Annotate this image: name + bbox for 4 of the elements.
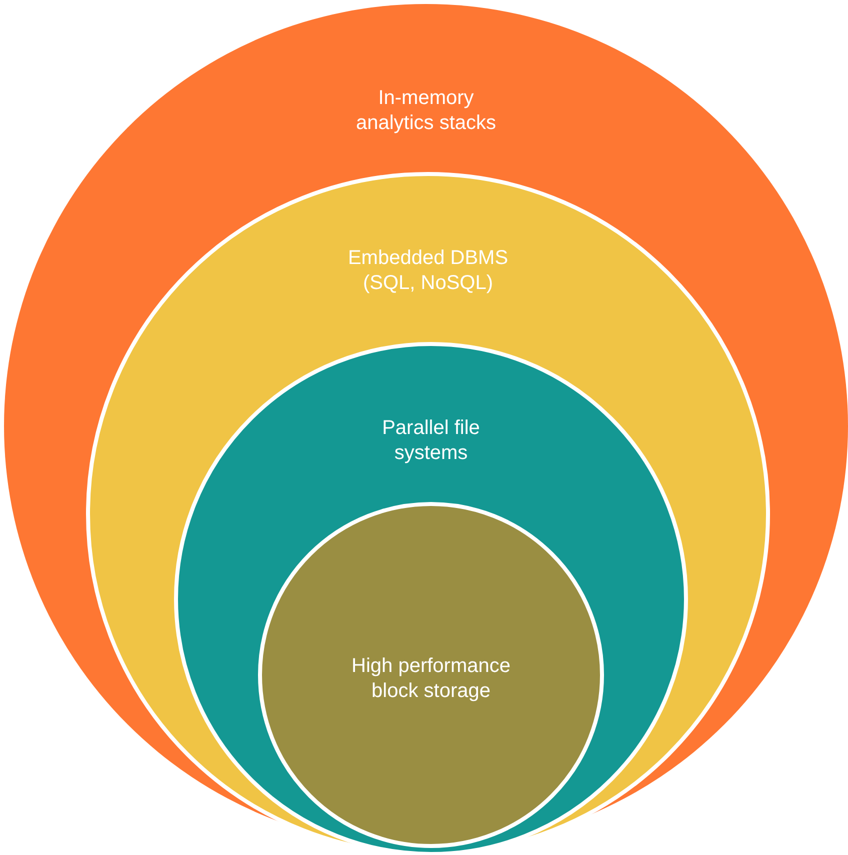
layer-label: Embedded DBMS (SQL, NoSQL)	[346, 246, 510, 296]
layer-label: In-memory analytics stacks	[354, 86, 498, 136]
layer-label: High performance block storage	[350, 654, 512, 704]
layer-label: Parallel file systems	[381, 416, 481, 466]
